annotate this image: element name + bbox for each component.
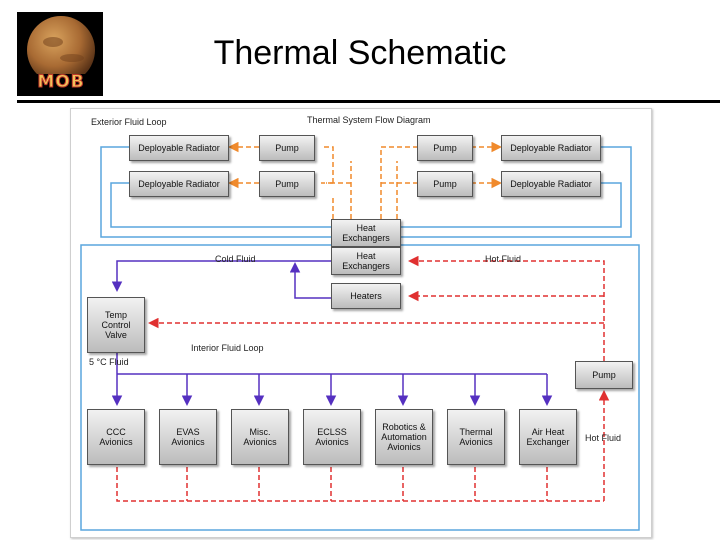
hot-fluid-label-top: Hot Fluid <box>485 254 522 264</box>
exterior-pump-flow-lines <box>228 141 502 219</box>
evas-avionics: EVAS Avionics <box>159 409 217 465</box>
pump-bottom-left: Pump <box>259 171 315 197</box>
deployable-radiator-bottom-right: Deployable Radiator <box>501 171 601 197</box>
pump-top-left: Pump <box>259 135 315 161</box>
hot-fluid-label-side: Hot Fluid <box>585 433 622 443</box>
exterior-loop-label: Exterior Fluid Loop <box>91 117 167 127</box>
ccc-avionics: CCC Avionics <box>87 409 145 465</box>
hot-fluid-lines <box>116 255 610 502</box>
heat-exchangers-interior: Heat Exchangers <box>331 247 401 275</box>
thermal-avionics: Thermal Avionics <box>447 409 505 465</box>
interior-pump: Pump <box>575 361 633 389</box>
cold-fluid-lines <box>111 260 553 406</box>
thermal-flow-diagram: Thermal System Flow Diagram Exterior Flu… <box>70 108 652 538</box>
title-divider <box>17 100 720 103</box>
deployable-radiator-top-right: Deployable Radiator <box>501 135 601 161</box>
page-title: Thermal Schematic <box>213 34 507 72</box>
logo-text: MOB <box>37 72 85 93</box>
diagram-heading: Thermal System Flow Diagram <box>307 115 431 125</box>
cold-fluid-label: Cold Fluid <box>215 254 256 264</box>
heat-exchangers-exterior: Heat Exchangers <box>331 219 401 247</box>
interior-loop-label: Interior Fluid Loop <box>191 343 264 353</box>
pump-top-right: Pump <box>417 135 473 161</box>
temp-control-valve: Temp Control Valve <box>87 297 145 353</box>
pump-bottom-right: Pump <box>417 171 473 197</box>
eclss-avionics: ECLSS Avionics <box>303 409 361 465</box>
mars-mob-logo: MOB <box>17 12 103 96</box>
deployable-radiator-bottom-left: Deployable Radiator <box>129 171 229 197</box>
exterior-loop-lines <box>80 146 640 531</box>
robotics-automation-avionics: Robotics & Automation Avionics <box>375 409 433 465</box>
heaters: Heaters <box>331 283 401 309</box>
deployable-radiator-top-left: Deployable Radiator <box>129 135 229 161</box>
five-degree-fluid-label: 5 °C Fluid <box>89 357 129 367</box>
misc-avionics: Misc. Avionics <box>231 409 289 465</box>
air-heat-exchanger: Air Heat Exchanger <box>519 409 577 465</box>
